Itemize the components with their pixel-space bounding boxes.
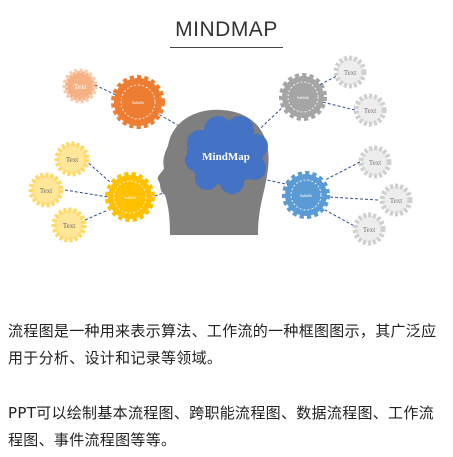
title-underline (170, 47, 283, 48)
node-label: Text (66, 156, 78, 164)
page-title: MINDMAP (175, 18, 278, 41)
gear-yellow: Subtitle (105, 172, 155, 222)
gear-orange-label: Subtitle (132, 100, 145, 105)
node-gray-1: Text (333, 55, 367, 89)
node-label: Text (40, 187, 52, 195)
node-orange-1: Text (62, 68, 98, 104)
node-blue-3: Text (352, 212, 386, 246)
node-label: Text (369, 159, 381, 167)
node-label: Text (63, 222, 75, 230)
brain-cloud (185, 116, 268, 194)
node-label: Text (344, 69, 356, 77)
node-blue-2: Text (379, 183, 413, 217)
node-label: Text (390, 197, 402, 205)
node-yellow-1: Text (54, 141, 90, 177)
mindmap-diagram: MindMap Subtitle Subtitle Subtitle Subti… (28, 55, 413, 246)
gear-gray-label: Subtitle (297, 95, 310, 100)
gear-gray: Subtitle (279, 73, 327, 121)
description-paragraph-1: 流程图是一种用来表示算法、工作流的一种框图图示，其广泛应用于分析、设计和记录等领… (8, 322, 437, 367)
gear-orange: Subtitle (111, 75, 165, 129)
center-label: MindMap (202, 151, 250, 163)
gear-blue: Subtitle (282, 171, 330, 219)
gear-yellow-label: Subtitle (124, 195, 137, 200)
node-blue-1: Text (358, 145, 392, 179)
node-gray-2: Text (353, 93, 387, 127)
gear-blue-label: Subtitle (300, 193, 313, 198)
node-label: Text (74, 83, 86, 91)
node-yellow-2: Text (28, 172, 64, 208)
description-paragraph-2: PPT可以绘制基本流程图、跨职能流程图、数据流程图、工作流程图、事件流程图等等。 (8, 404, 434, 449)
node-label: Text (363, 226, 375, 234)
node-label: Text (364, 107, 376, 115)
node-yellow-3: Text (51, 207, 87, 243)
